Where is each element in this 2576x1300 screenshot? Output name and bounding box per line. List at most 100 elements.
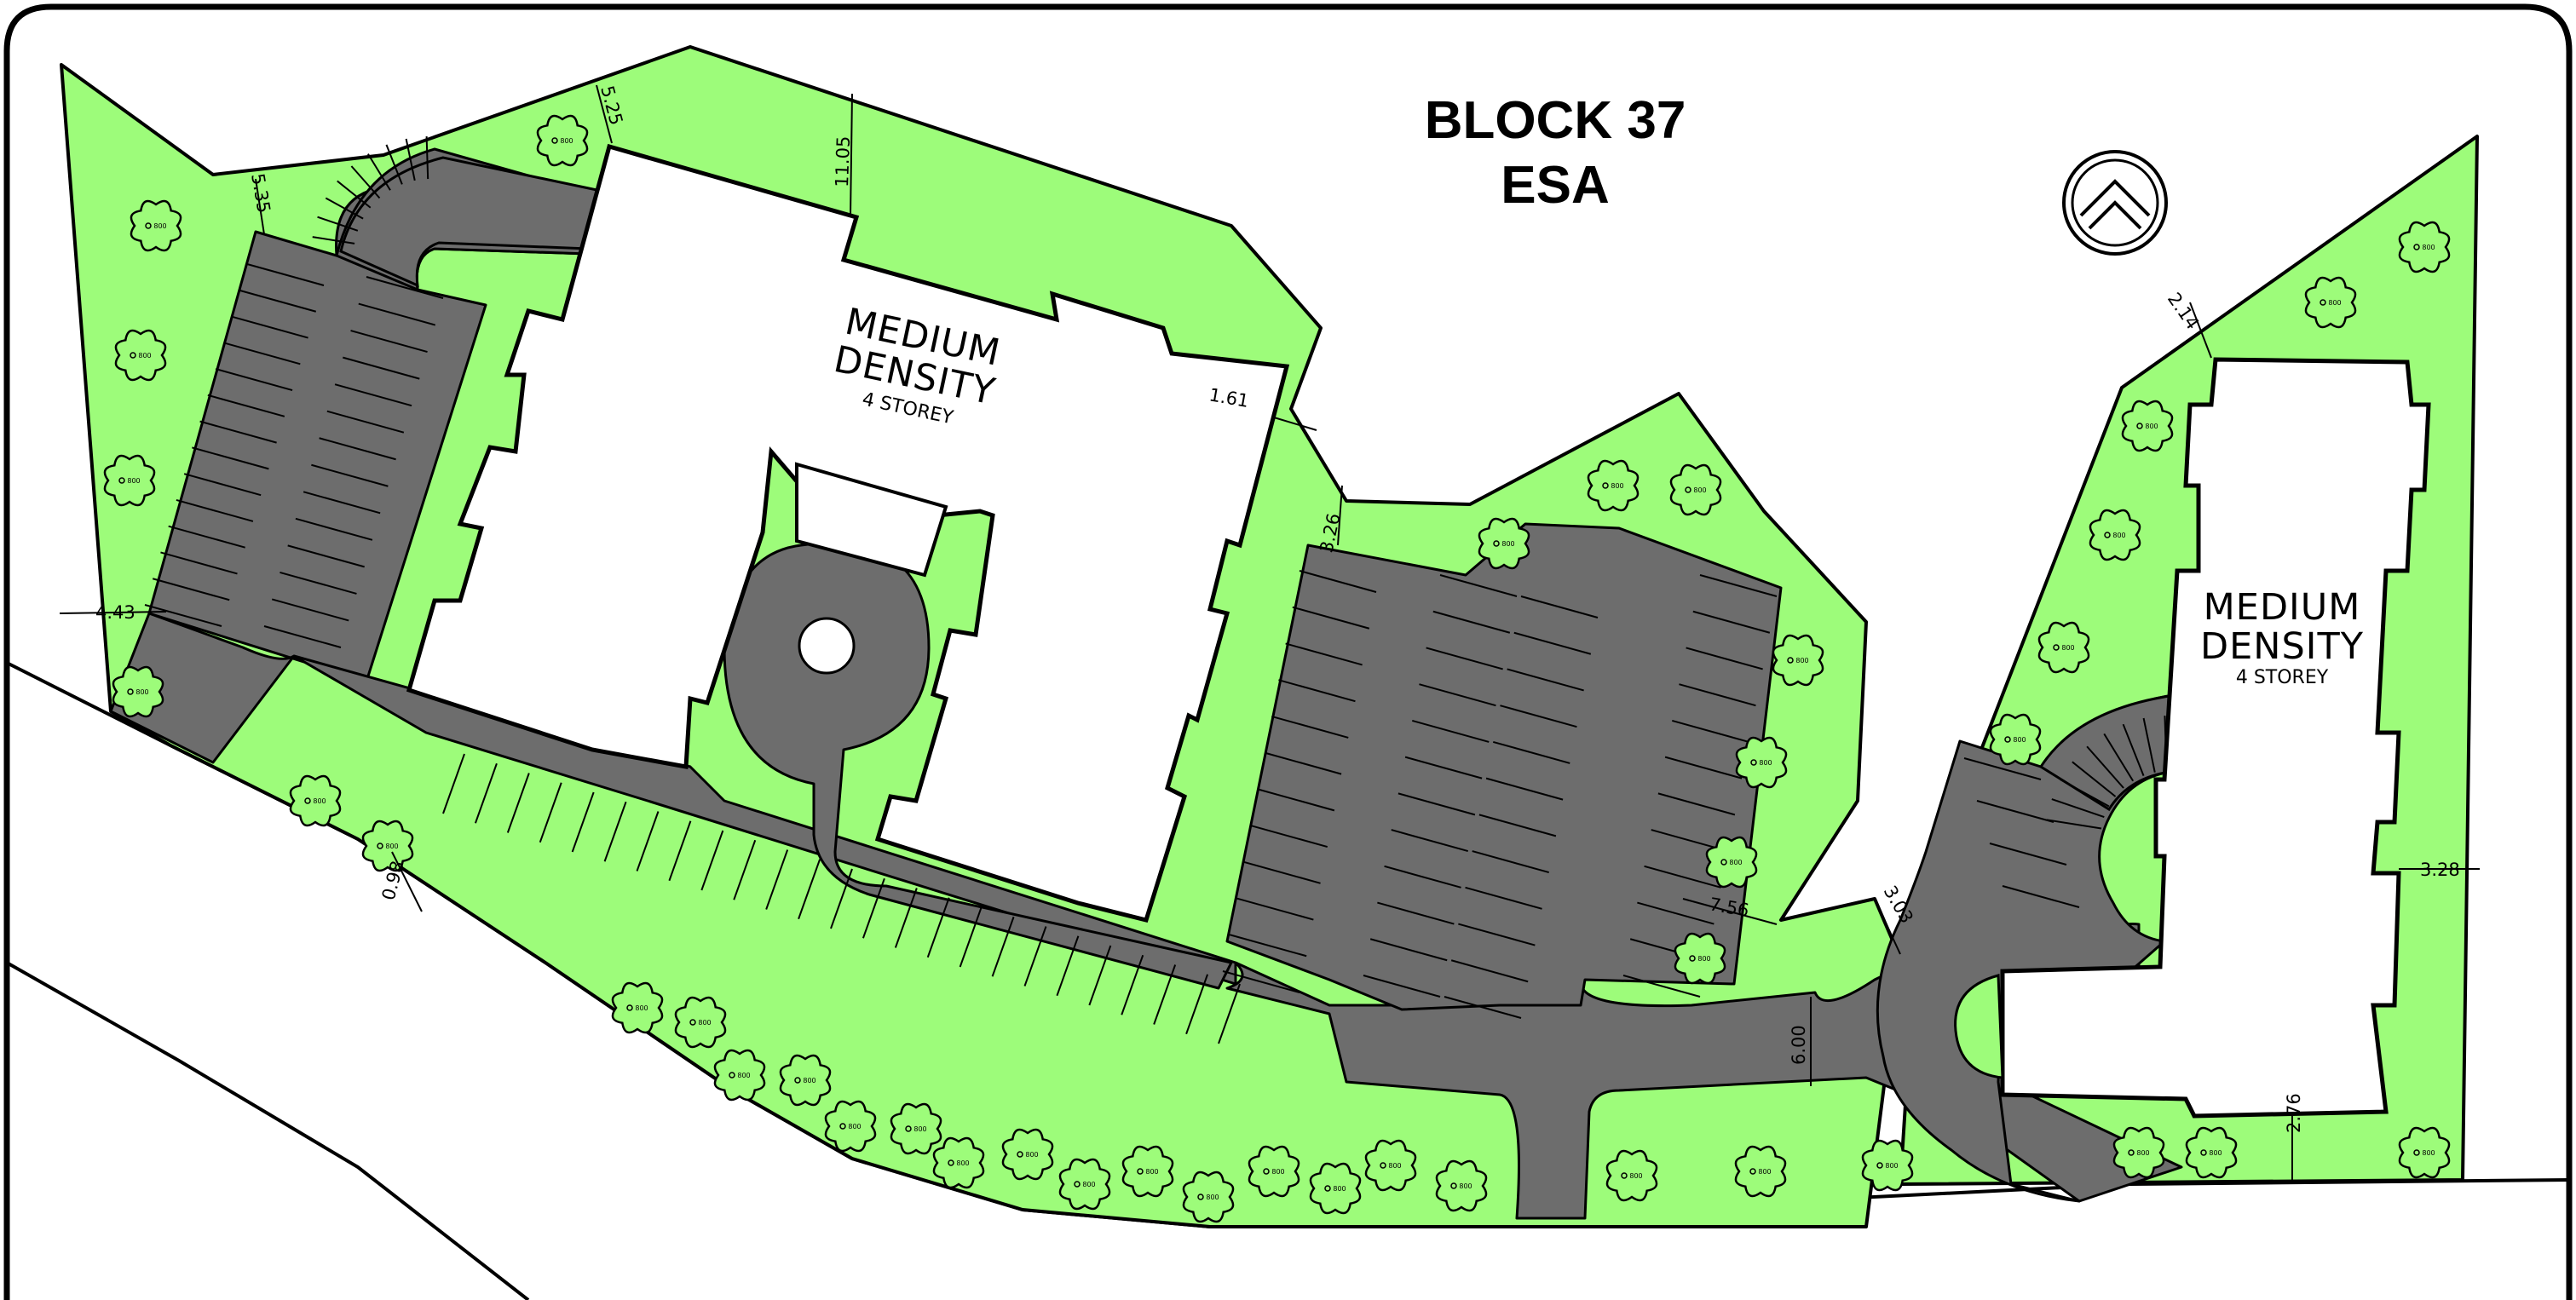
parking-stall-line [1397,792,1476,816]
parking-stall-line [1391,829,1468,853]
parking-stall-line [1478,814,1557,837]
parking-stall-line [668,820,692,882]
parking-stall-line [1657,792,1736,816]
parking-stall-line [183,473,262,497]
parking-stall-line [223,342,301,365]
tree-tag-label: 800 [2209,1149,2222,1157]
tree-symbol: 800 [1605,1149,1658,1202]
tree-symbol: 800 [2112,1126,2165,1179]
parking-stall-line [325,197,364,220]
tree-symbol: 800 [1001,1128,1054,1181]
tree-symbol: 800 [674,996,727,1049]
building-east-label-1: MEDIUM [2204,586,2361,629]
center-island [798,617,856,675]
tree-symbol: 800 [1435,1159,1488,1212]
parking-stall-line [1485,777,1564,801]
tree-tag-label: 800 [2422,1149,2435,1157]
parking-stall-line [1989,843,2067,866]
tree-tag-label: 800 [1697,955,1710,963]
tree-tag-label: 800 [2112,532,2125,539]
tree-symbol: 800 [103,454,156,507]
parking-stall-line [279,571,357,595]
parking-stall-line [1439,574,1518,597]
parking-stall-line [358,302,436,326]
parking-stall-line [239,289,317,313]
parking-stall-line [405,138,416,181]
parking-stall-line [1426,647,1503,670]
tree-tag-label: 800 [1459,1182,1472,1190]
tree-tag-label: 800 [737,1072,750,1079]
tree-symbol: 800 [1364,1139,1417,1192]
parking-stall-line [1088,945,1112,1006]
tree-symbol: 800 [2089,509,2141,561]
parking-stall-line [1472,850,1549,874]
tree-symbol: 800 [1734,1145,1787,1198]
tree-symbol: 800 [932,1136,985,1189]
tree-symbol: 800 [1669,463,1722,516]
tree-tag-label: 800 [1759,759,1772,767]
parking-stall-line [1236,897,1314,921]
parking-stall-line [231,315,308,339]
tree-tag-label: 800 [1333,1185,1346,1193]
tree-tag-label: 800 [1025,1151,1038,1159]
parking-stall-line [1121,954,1144,1015]
curved-parking-west [339,156,607,288]
tree-symbol: 800 [2185,1126,2238,1179]
parking-stall-line [1257,788,1335,812]
parking-stall-line [1384,865,1461,889]
parking-stall-line [1664,756,1743,779]
parking-stall-line [303,491,381,515]
tree-symbol: 800 [2037,621,2090,674]
tree-tag-label: 800 [1501,540,1514,548]
parking-stall-line [894,888,918,948]
parking-stall-line [1644,865,1721,889]
tree-tag-label: 800 [635,1004,648,1012]
tree-symbol: 800 [779,1054,832,1107]
tree-symbol: 800 [824,1100,877,1153]
tree-tag-label: 800 [1206,1194,1219,1201]
tree-tag-label: 800 [956,1159,969,1167]
parking-stall-line [1686,647,1763,670]
parking-stall-line [2086,745,2124,789]
parking-stall-line [1513,631,1592,655]
parking-stall-line [337,180,372,209]
parking-stall-line [603,801,627,862]
tree-tag-label: 800 [1082,1181,1095,1188]
parking-stall-line [991,916,1015,977]
road-edge-lower [6,961,530,1300]
parking-stall-line [287,544,365,568]
parking-stall-line [1444,996,1522,1019]
parking-stall-line [385,144,403,185]
tree-symbol: 800 [713,1049,766,1102]
parking-stall-line [168,525,245,549]
building-east-label-2: DENSITY [2200,625,2364,668]
tree-symbol: 800 [1772,634,1824,687]
tree-tag-label: 800 [1795,657,1808,664]
parking-stall-line [1264,751,1342,775]
tree-tag-label: 800 [135,688,148,696]
tree-symbol: 800 [1309,1162,1362,1215]
parking-stall-line [1637,901,1714,925]
parking-stall-line [295,517,373,541]
parking-stall-line [700,830,724,891]
parking-stall-line [442,753,465,814]
parking-stall-line [733,839,757,900]
tree-tag-label: 800 [913,1125,926,1133]
parking-stall-line [1976,800,2054,823]
parking-stall-line [1493,740,1570,764]
parking-stall-line [1500,705,1577,728]
tree-symbol: 800 [1248,1145,1300,1198]
parking-stall-line [1419,683,1496,707]
tree-tag-label: 800 [848,1123,861,1130]
parking-stall-line [271,598,349,622]
trees: 800 800 800 800 800 800 800 800 800 800 800 800 800 8… [103,114,2451,1223]
tree-tag-label: 800 [2061,644,2074,652]
parking-stall-line [176,498,254,522]
tree-tag-label: 800 [1611,482,1623,490]
parking-stall-line [571,791,595,853]
tree-tag-label: 800 [1145,1168,1158,1176]
title-line-1: BLOCK 37 [1425,91,1686,150]
parking-stall-line [1377,901,1455,925]
tree-tag-label: 800 [153,222,166,230]
tree-tag-label: 800 [1758,1168,1771,1176]
